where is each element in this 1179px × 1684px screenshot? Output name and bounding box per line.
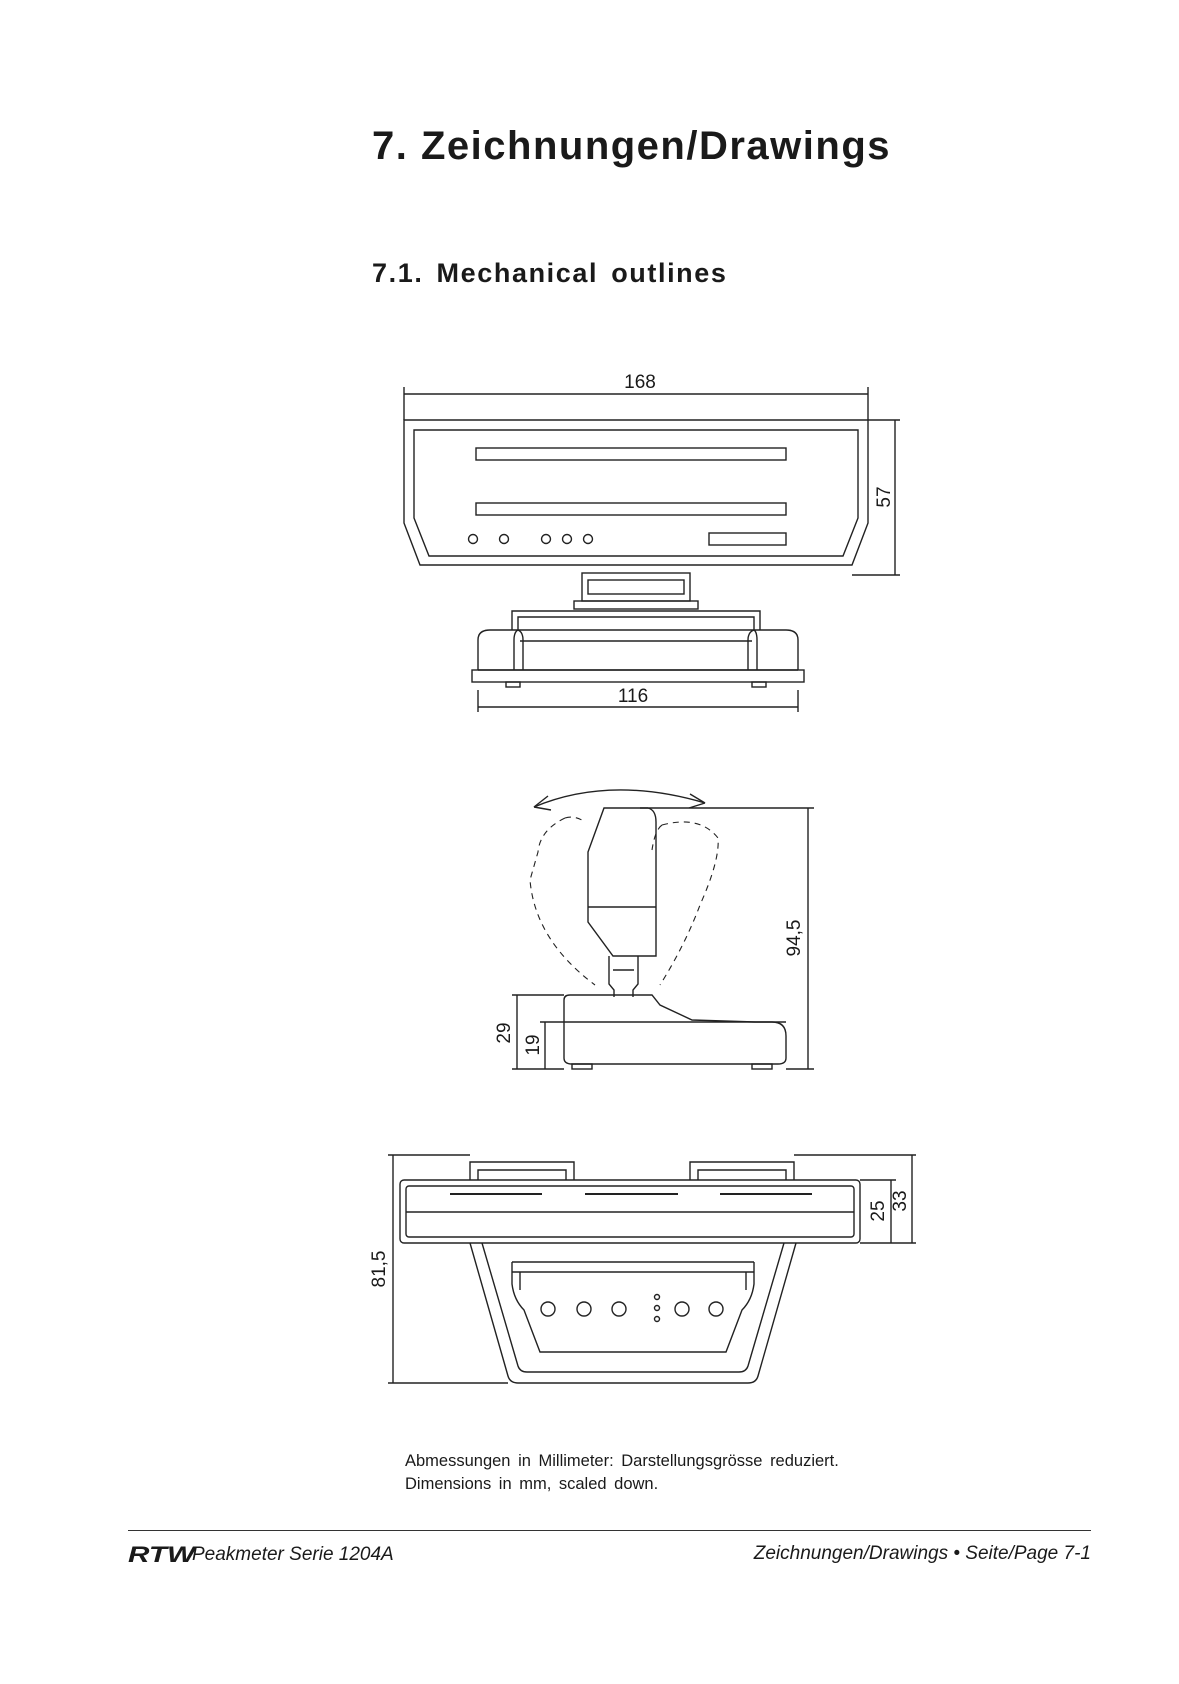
note-german: Abmessungen in Millimeter: Darstellungsg… (405, 1450, 839, 1473)
footer-page-number: Zeichnungen/Drawings • Seite/Page 7-1 (754, 1543, 1091, 1565)
dim-side-height: 94,5 (784, 920, 805, 957)
dim-top-inner: 25 (868, 1200, 889, 1221)
top-view (388, 1155, 916, 1383)
dim-front-height: 57 (874, 486, 895, 507)
dim-base-outer: 29 (494, 1022, 515, 1043)
dim-front-width: 168 (624, 372, 656, 393)
front-view (404, 387, 900, 712)
footer-product: Peakmeter Serie 1204A (192, 1544, 394, 1566)
dim-base-width: 116 (618, 686, 648, 707)
note-english: Dimensions in mm, scaled down. (405, 1473, 839, 1496)
rtw-logo: RTW (128, 1542, 206, 1568)
footer-divider (128, 1530, 1091, 1531)
dimension-note: Abmessungen in Millimeter: Darstellungsg… (405, 1450, 839, 1496)
dim-base-inner: 19 (523, 1034, 544, 1055)
dim-top-depth: 81,5 (369, 1251, 390, 1288)
side-view (512, 790, 814, 1069)
dim-top-outer: 33 (890, 1190, 911, 1211)
footer-left: RTW Peakmeter Serie 1204A (128, 1542, 394, 1568)
